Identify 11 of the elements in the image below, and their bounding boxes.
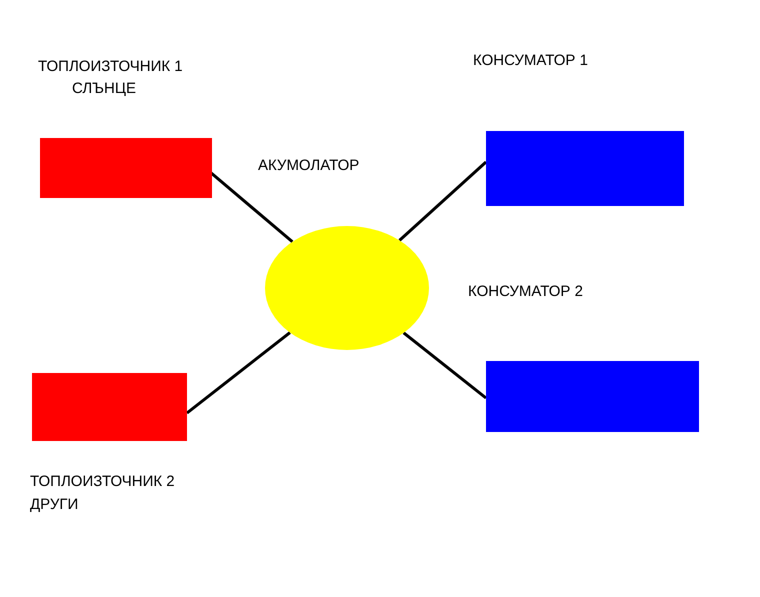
block-label: СЛЪНЦЕ [72, 80, 136, 97]
block-label: АКУМОЛАТОР [258, 157, 360, 174]
block-label: ТОПЛОИЗТОЧНИК 1 [38, 58, 183, 75]
block-label: КОНСУМАТОР 1 [473, 52, 588, 69]
block-rectangle [486, 361, 699, 432]
block-label: КОНСУМАТОР 2 [468, 283, 583, 300]
connector-line [402, 332, 487, 400]
connector-line [398, 160, 487, 242]
connector-line [186, 331, 291, 414]
block-label: ТОПЛОИЗТОЧНИК 2 [30, 473, 175, 490]
block-label: ДРУГИ [30, 496, 78, 513]
